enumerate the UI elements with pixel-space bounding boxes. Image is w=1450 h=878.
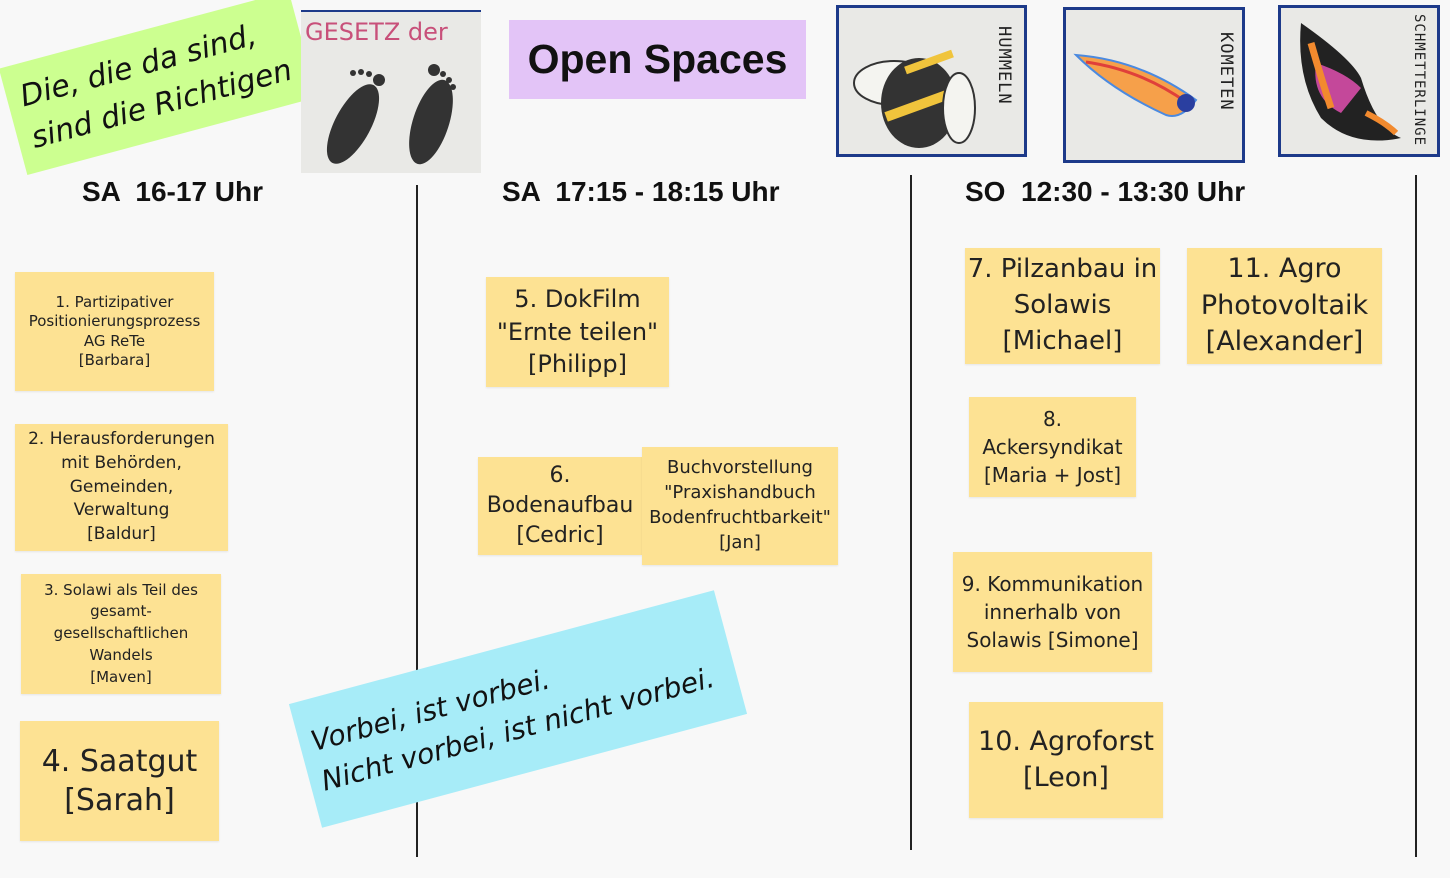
sticker-green-quote[interactable]: Die, die da sind, sind die Richtigen (0, 0, 318, 175)
photo-caption: HUMMELN (994, 26, 1014, 105)
sticker-blue-quote[interactable]: Vorbei, ist vorbei. Nicht vorbei, ist ni… (288, 590, 748, 828)
note-2[interactable]: 2. Herausforderungen mit Behörden, Gemei… (15, 424, 228, 551)
photo-schmetterlinge[interactable]: SCHMETTERLINGE (1278, 5, 1440, 157)
photo-caption: SCHMETTERLINGE (1411, 14, 1427, 147)
note-6[interactable]: 6. Bodenaufbau [Cedric] (478, 457, 642, 555)
comet-drawing-icon (1073, 53, 1198, 117)
note-8[interactable]: 8. Ackersyndikat [Maria + Jost] (969, 397, 1136, 497)
photo-kometen[interactable]: KOMETEN (1063, 7, 1245, 163)
column-header-so: SO 12:30 - 13:30 Uhr (965, 176, 1246, 207)
column-header-sa-2: SA 17:15 - 18:15 Uhr (502, 176, 780, 207)
photo-gesetz-der-fuesse[interactable]: GESETZ der (301, 10, 481, 173)
column-divider (1415, 175, 1417, 857)
note-9[interactable]: 9. Kommunikation innerhalb von Solawis [… (953, 552, 1152, 672)
photo-caption: KOMETEN (1216, 32, 1236, 111)
note-5[interactable]: 5. DokFilm "Ernte teilen" [Philipp] (486, 277, 669, 387)
note-10[interactable]: 10. Agroforst [Leon] (969, 702, 1163, 818)
column-divider (416, 185, 418, 857)
note-7[interactable]: 7. Pilzanbau in Solawis [Michael] (965, 248, 1160, 364)
photo-caption: GESETZ der (305, 18, 448, 46)
note-4[interactable]: 4. Saatgut [Sarah] (20, 721, 219, 841)
butterfly-drawing-icon (1300, 23, 1401, 141)
column-divider (910, 175, 912, 850)
note-buchvorstellung[interactable]: Buchvorstellung "Praxishandbuch Bodenfru… (642, 447, 838, 565)
title-text: Open Spaces (527, 36, 788, 82)
note-3[interactable]: 3. Solawi als Teil des gesamt- gesellsch… (21, 574, 221, 694)
note-11[interactable]: 11. Agro Photovoltaik [Alexander] (1187, 248, 1382, 364)
bumblebee-drawing-icon (853, 49, 976, 148)
column-header-sa-1: SA 16-17 Uhr (82, 176, 264, 207)
photo-hummeln[interactable]: HUMMELN (836, 5, 1027, 157)
board-title[interactable]: Open Spaces (509, 20, 806, 99)
note-1[interactable]: 1. Partizipativer Positionierungsprozess… (15, 272, 214, 391)
footprints-icon (326, 64, 456, 165)
